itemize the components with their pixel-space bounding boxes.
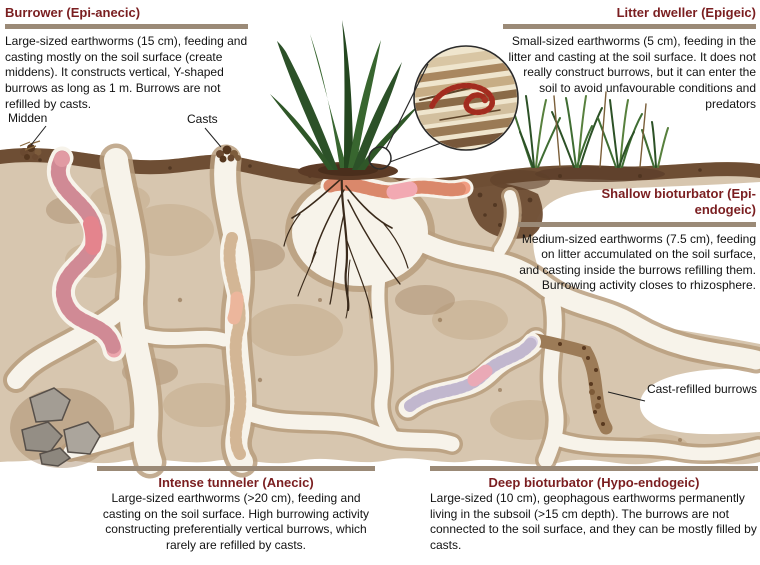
tunneler-worm xyxy=(220,228,250,464)
magnifier-source-circle xyxy=(368,146,392,170)
rocks xyxy=(21,387,101,467)
shallow-bioturbator-heading: Shallow bioturbator (Epi-endogeic) xyxy=(601,186,756,218)
shallow-bioturbator-description: Medium-sized earthworms (7.5 cm), feedin… xyxy=(519,231,756,293)
intense-tunneler-description: Large-sized earthworms (>20 cm), feeding… xyxy=(102,491,370,553)
casts-label: Casts xyxy=(187,112,218,126)
shallow-bioturbator-worm xyxy=(320,174,474,202)
midden-mound xyxy=(19,140,42,160)
shallow-bioturbator-divider xyxy=(518,221,756,227)
burrower-divider xyxy=(5,24,248,30)
litter-dweller-heading: Litter dweller (Epigeic) xyxy=(616,5,756,20)
section-intense-tunneler: Intense tunneler (Anecic) Large-sized ea… xyxy=(97,466,375,554)
cast-refilled-burrow xyxy=(529,333,613,435)
deep-bioturbator-worm xyxy=(401,333,541,415)
section-shallow-bioturbator: Shallow bioturbator (Epi-endogeic) Mediu… xyxy=(518,186,756,294)
casts-mound xyxy=(216,145,241,163)
burrower-heading: Burrower (Epi-anecic) xyxy=(5,5,141,20)
burrower-worm xyxy=(46,146,126,362)
leader-lines xyxy=(30,125,646,402)
midden-leader-line xyxy=(30,125,47,146)
litter-dweller-worm xyxy=(429,82,495,116)
plant-roots xyxy=(283,170,409,319)
deep-bioturbator-description: Large-sized (10 cm), geophagous earthwor… xyxy=(430,491,757,553)
litter-dweller-description: Small-sized earthworms (5 cm), feeding i… xyxy=(508,34,756,111)
burrower-description: Large-sized earthworms (15 cm), feeding … xyxy=(5,34,248,111)
magnifier-lens-circle xyxy=(413,45,519,151)
deep-bioturbator-heading: Deep bioturbator (Hypo-endogeic) xyxy=(488,475,700,490)
intense-tunneler-divider xyxy=(97,466,375,471)
intense-tunneler-heading: Intense tunneler (Anecic) xyxy=(158,475,314,490)
midden-label: Midden xyxy=(8,111,48,125)
casts-leader-line xyxy=(204,127,222,148)
plant xyxy=(270,20,420,180)
section-burrower: Burrower (Epi-anecic) Large-sized earthw… xyxy=(5,5,248,112)
litter-dweller-divider xyxy=(503,24,756,30)
section-deep-bioturbator: Deep bioturbator (Hypo-endogeic) Large-s… xyxy=(430,466,758,554)
section-litter-dweller: Litter dweller (Epigeic) Small-sized ear… xyxy=(503,5,756,112)
cast-refilled-burrows-label: Cast-refilled burrows xyxy=(646,382,758,396)
cast-refilled-leader-line xyxy=(607,391,646,402)
deep-bioturbator-divider xyxy=(430,466,758,471)
magnifier-connector-lines xyxy=(385,63,442,163)
